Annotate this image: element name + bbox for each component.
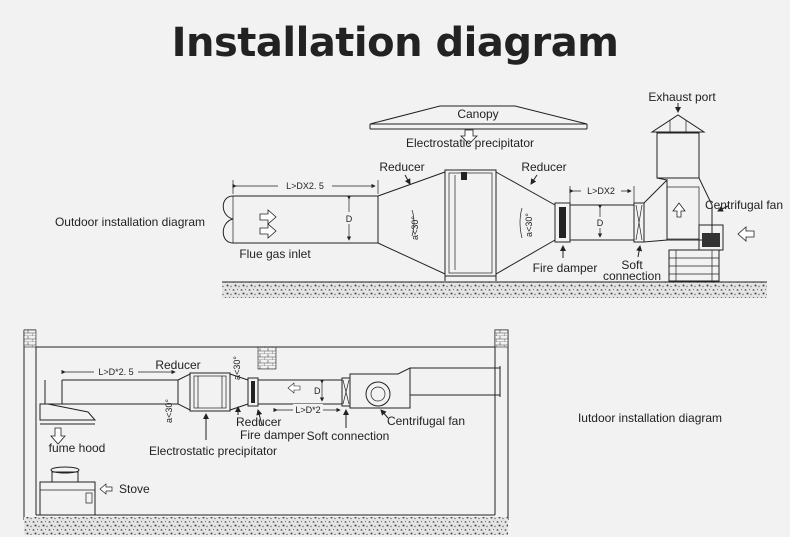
reducer-bottom-label: Reducer [236,415,281,429]
soft-connection-label-line1: Soft [621,258,643,272]
angle-label: a<30° [410,216,420,240]
centrifugal-fan-label: Centrifugal fan [387,414,465,428]
up-arrow-icon [672,202,686,218]
duct-middle [258,379,342,405]
dimension-label: L>DX2. 5 [286,181,324,191]
outdoor-diagram: Canopy Electrostatic precipitator Flue g… [55,90,783,298]
flue-gas-inlet-pipe [222,195,378,244]
angle-label: a<30° [232,356,242,380]
left-arrow-icon [737,226,755,242]
centrifugal-fan-bottom [349,366,501,409]
flow-arrow-icon [259,209,277,225]
dimension-label: L>D*2 [295,405,320,415]
down-arrow-icon [50,427,66,445]
fire-damper-label: Fire damper [533,261,598,275]
stove [39,466,96,516]
left-arrow-icon [99,483,113,495]
soft-connection-label: Soft connection [307,429,390,443]
fume-hood-label: fume hood [49,441,106,455]
dimension-label: L>D*2. 5 [98,367,133,377]
canopy-label: Canopy [457,107,498,121]
centrifugal-fan-label: Centrifugal fan [705,198,783,212]
fire-damper-label: Fire damper [240,428,305,442]
reducer-top-label: Reducer [155,358,200,372]
diameter-label: D [346,214,353,224]
diameter-label: D [597,218,604,228]
soft-connection-label-line2: connection [603,269,661,283]
reducer-left-label: Reducer [379,160,424,174]
centrifugal-fan [643,132,724,282]
exhaust-port [650,114,706,133]
reducer-right-label: Reducer [521,160,566,174]
electrostatic-precipitator [444,169,497,281]
left-arrow-icon [287,382,301,394]
ground-top [222,282,767,298]
canopy [369,105,588,130]
diameter-label: D [314,386,321,396]
fire-damper [554,202,571,243]
angle-label: a<30° [524,213,534,237]
dimension-label: L>DX2 [587,186,615,196]
brick-wall [257,346,277,370]
fume-hood [39,403,97,421]
indoor-diagram: fume hood L>D*2. 5 Reducer a<30° Electro… [23,329,722,535]
angle-label: a<30° [164,399,174,423]
flue-gas-inlet-label: Flue gas inlet [239,247,311,261]
reducer-in [177,373,191,411]
exhaust-port-label: Exhaust port [648,90,716,104]
ground-bottom [24,517,508,535]
page-title: Installation diagram [171,20,619,66]
duct-left [62,379,178,405]
stove-label: Stove [119,482,150,496]
flow-arrow-icon [259,223,277,239]
fire-damper-bottom [247,377,259,407]
electrostatic-precipitator-label: Electrostatic precipitator [406,136,534,150]
indoor-installation-diagram-label: Iutdoor installation diagram [578,411,722,425]
electrostatic-precipitator-label: Electrostatic precipitator [149,444,277,458]
outdoor-installation-diagram-label: Outdoor installation diagram [55,215,205,229]
canopy-arrow-icon [460,129,478,145]
electrostatic-precipitator-bottom [189,372,231,412]
